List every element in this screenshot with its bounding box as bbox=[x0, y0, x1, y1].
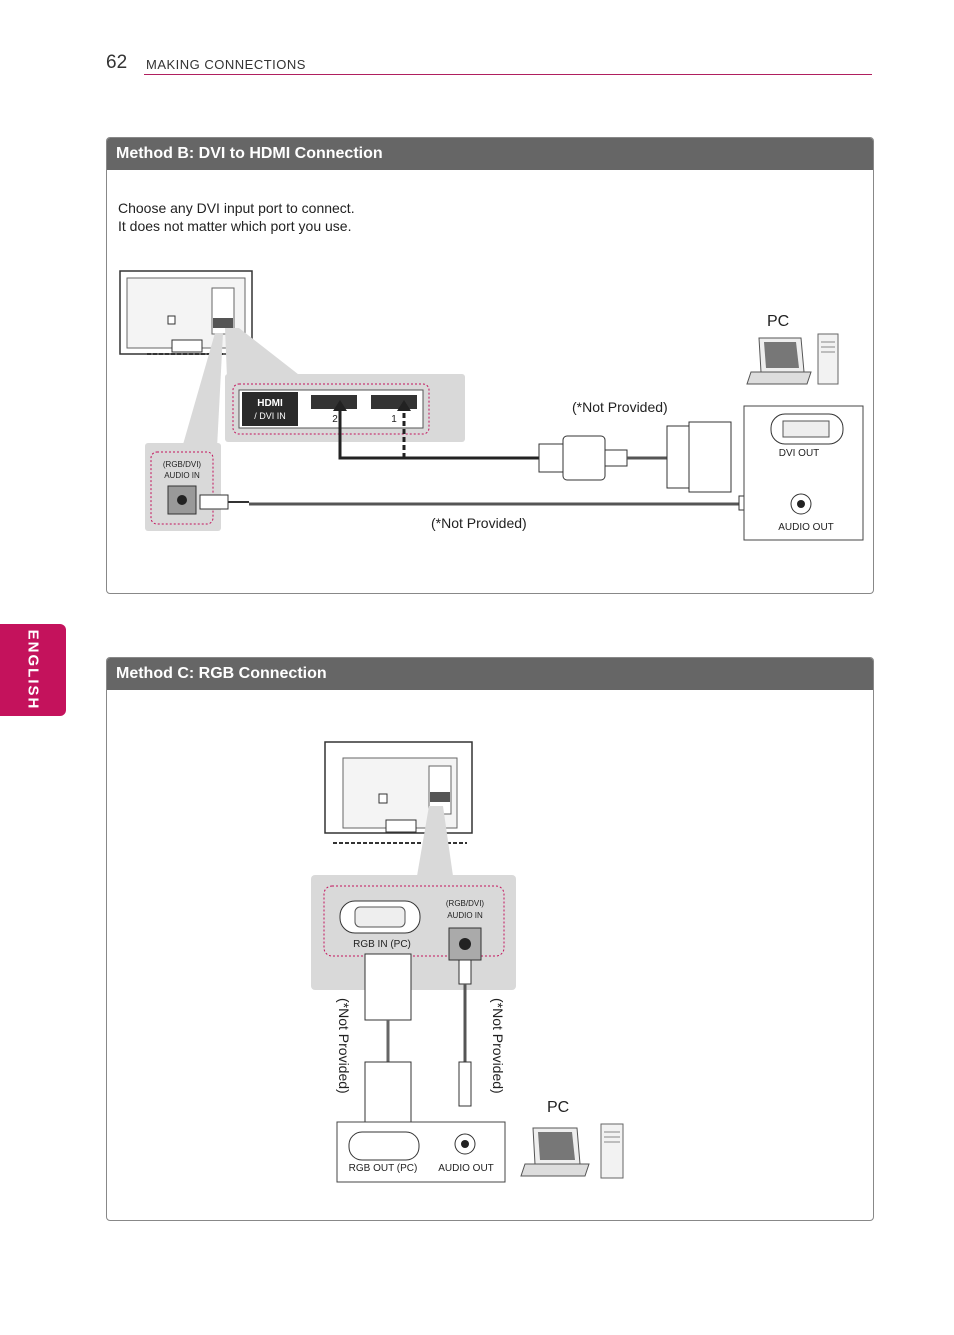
method-b-note: Choose any DVI input port to connect. It… bbox=[118, 199, 355, 235]
dvi-plug bbox=[688, 421, 732, 493]
rgb-out-label: RGB OUT (PC) bbox=[349, 1163, 418, 1174]
note-line-1: Choose any DVI input port to connect. bbox=[118, 200, 355, 216]
method-b-diagram: HDMI / DVI IN 2 1 (RGB/DVI) AUDIO IN bbox=[119, 270, 864, 541]
audio-out-label: AUDIO OUT bbox=[438, 1163, 494, 1174]
zoom-wedge bbox=[417, 806, 453, 876]
pc-label: PC bbox=[547, 1099, 569, 1116]
rgb-plug-top bbox=[364, 953, 412, 1021]
port-2-label: 2 bbox=[332, 414, 338, 425]
zoom-wedge-audio bbox=[182, 333, 223, 448]
dvi-out-label: DVI OUT bbox=[779, 448, 820, 459]
tv-back-icon bbox=[324, 741, 473, 844]
dvi-in-label: / DVI IN bbox=[254, 411, 286, 421]
language-tab: ENGLISH bbox=[0, 624, 66, 716]
method-b-title: Method B: DVI to HDMI Connection bbox=[116, 145, 383, 162]
laptop-icon bbox=[746, 337, 812, 385]
audio-in-line-2: AUDIO IN bbox=[164, 471, 200, 480]
desktop-tower-icon bbox=[600, 1123, 624, 1179]
audio-in-line-2: AUDIO IN bbox=[447, 911, 483, 920]
rgb-port-panel bbox=[311, 875, 516, 990]
hdmi-port-2 bbox=[311, 395, 357, 409]
audio-in-line-1: (RGB/DVI) bbox=[163, 460, 202, 469]
not-provided-audio: (*Not Provided) bbox=[431, 515, 527, 531]
not-provided-audio: (*Not Provided) bbox=[490, 998, 506, 1094]
port-1-label: 1 bbox=[391, 414, 397, 425]
rgb-out-port bbox=[348, 1131, 420, 1161]
page-number: 62 bbox=[106, 52, 128, 73]
note-line-2: It does not matter which port you use. bbox=[118, 218, 352, 234]
pc-label: PC bbox=[767, 313, 789, 330]
method-c-header: Method C: RGB Connection bbox=[107, 658, 873, 690]
method-b-header: Method B: DVI to HDMI Connection bbox=[107, 138, 873, 170]
method-c-title: Method C: RGB Connection bbox=[116, 665, 327, 682]
audio-plug-tv bbox=[199, 494, 229, 510]
header-divider bbox=[144, 74, 872, 75]
rgb-in-label: RGB IN (PC) bbox=[353, 939, 411, 950]
rgb-plug-bottom bbox=[364, 1061, 412, 1131]
tv-back-icon bbox=[119, 270, 253, 355]
language-label: ENGLISH bbox=[24, 629, 42, 711]
method-c-diagram: RGB IN (PC) (RGB/DVI) AUDIO IN (*Not Pro… bbox=[311, 741, 624, 1183]
not-provided-rgb: (*Not Provided) bbox=[336, 998, 352, 1094]
hdmi-logo: HDMI bbox=[257, 398, 283, 409]
audio-plug-bottom bbox=[458, 1061, 472, 1107]
audio-plug-top bbox=[458, 959, 472, 985]
desktop-tower-icon bbox=[817, 333, 839, 385]
audio-out-label: AUDIO OUT bbox=[778, 522, 834, 533]
hdmi-port-1 bbox=[371, 395, 417, 409]
method-b-box: Method B: DVI to HDMI Connection Choose … bbox=[106, 137, 874, 594]
hdmi-plug bbox=[538, 443, 564, 473]
audio-in-jack bbox=[167, 485, 197, 515]
section-title: MAKING CONNECTIONS bbox=[146, 57, 306, 72]
laptop-icon bbox=[520, 1127, 590, 1177]
not-provided-hdmi: (*Not Provided) bbox=[572, 399, 668, 415]
audio-in-line-1: (RGB/DVI) bbox=[446, 899, 485, 908]
method-c-box: Method C: RGB Connection RGB IN (PC) (RG… bbox=[106, 657, 874, 1221]
zoom-wedge-hdmi bbox=[225, 328, 303, 378]
